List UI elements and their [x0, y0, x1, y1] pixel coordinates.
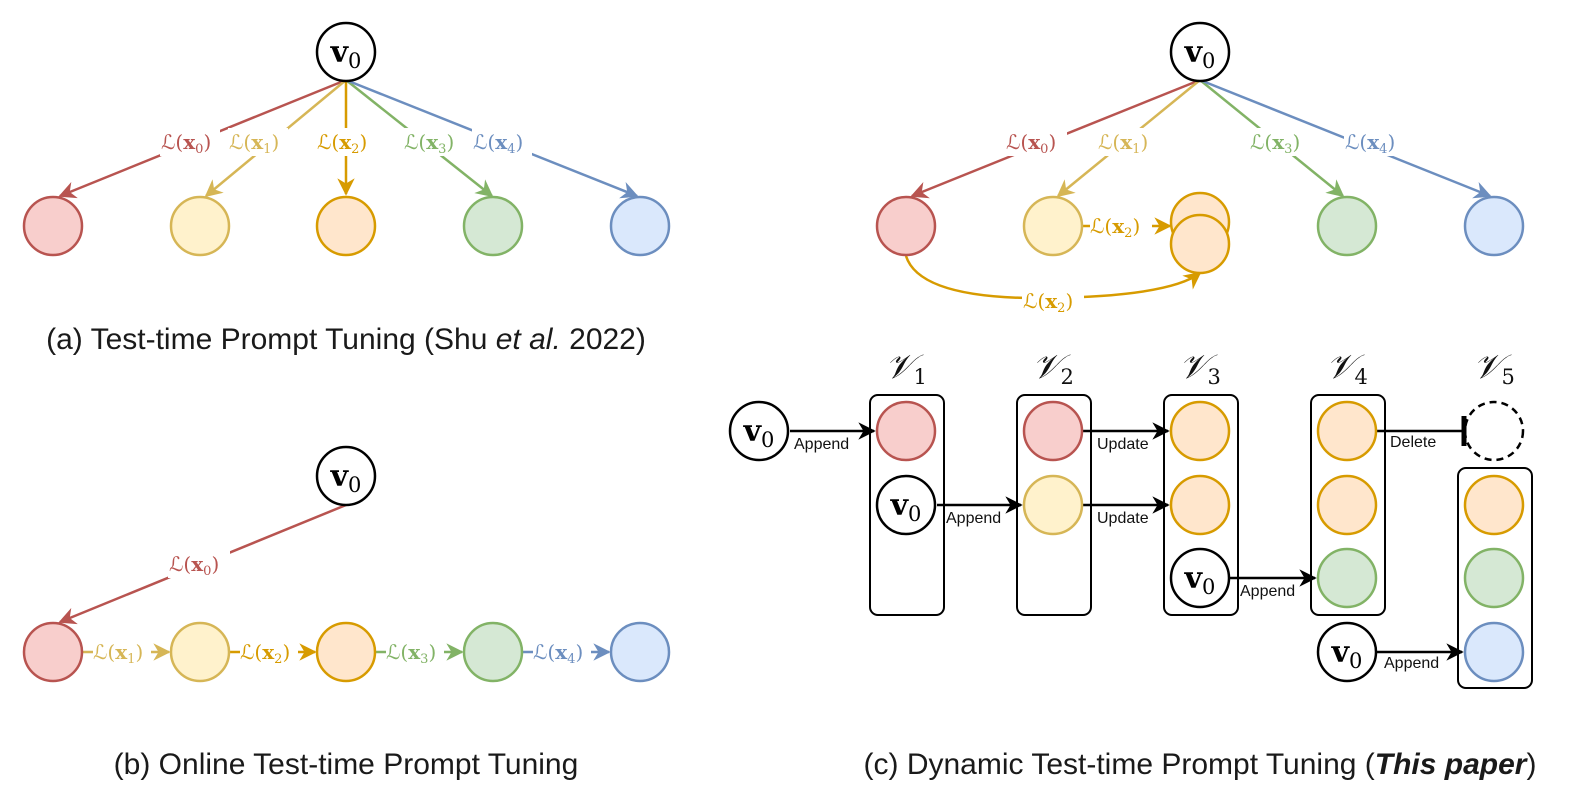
prompt-node-yellow: [169, 195, 231, 257]
action-label-append: Append: [1384, 655, 1439, 672]
set-box-5: [1457, 467, 1533, 689]
prompt-node-yellow: [1022, 195, 1084, 257]
action-label-append: Append: [946, 510, 1001, 527]
set-title-4: 𝒱4: [1326, 347, 1368, 389]
prompt-node-blue: [1463, 195, 1525, 257]
loss-label-x3: ℒ(x3): [404, 130, 454, 157]
action-label-update: Update: [1097, 436, 1149, 453]
set2-node-yellow: [1022, 474, 1084, 536]
svg-text:v0: v0: [330, 35, 362, 73]
loss-label-x1: ℒ(x1): [229, 130, 279, 157]
set2-node-red: [1022, 400, 1084, 462]
set4-node-orange: [1316, 400, 1378, 462]
prompt-node-orange: [315, 195, 377, 257]
deleted-node-placeholder: [1463, 400, 1525, 462]
set-title-5: 𝒱5: [1473, 347, 1515, 389]
loss-label-x2: ℒ(x2): [317, 130, 367, 157]
panel-a: ℒ(x0) ℒ(x1) ℒ(x2) ℒ(x3) ℒ(x4) v0 (a) Tes…: [22, 21, 671, 356]
set-box-4: [1310, 394, 1386, 616]
prompt-node-red: [22, 195, 84, 257]
panel-a-loss-labels: ℒ(x0) ℒ(x1) ℒ(x2) ℒ(x3) ℒ(x4): [160, 128, 532, 157]
svg-text:v0: v0: [330, 459, 362, 497]
set3-node-orange: [1169, 400, 1231, 462]
loss-label-x3: ℒ(x3): [386, 640, 436, 667]
loss-label-x4: ℒ(x4): [533, 640, 583, 667]
action-label-append: Append: [1240, 583, 1295, 600]
set1-node-red: [875, 400, 937, 462]
prompt-node-blue: [609, 621, 671, 683]
v0-node: v0: [1169, 21, 1231, 83]
panel-b: ℒ(x0) ℒ(x1) ℒ(x2) ℒ(x3) ℒ(x4) v0 (b) Onl…: [22, 445, 671, 781]
svg-text:v0: v0: [1184, 561, 1216, 599]
v0-node: v0: [1169, 547, 1231, 609]
prompt-node-green: [462, 195, 524, 257]
prompt-node-orange-front: [1169, 213, 1231, 275]
v0-node: v0: [875, 474, 937, 536]
svg-text:v0: v0: [743, 414, 775, 452]
set4-node-green: [1316, 547, 1378, 609]
action-label-delete: Delete: [1390, 434, 1436, 451]
loss-label-x0: ℒ(x0): [169, 552, 219, 579]
prompt-node-green: [462, 621, 524, 683]
set3-node-orange: [1169, 474, 1231, 536]
prompt-node-yellow: [169, 621, 231, 683]
loss-label-x2: ℒ(x2): [1090, 214, 1140, 241]
set-title-1: 𝒱1: [885, 347, 927, 389]
panel-c-tree: ℒ(x0) ℒ(x1) ℒ(x3) ℒ(x4) ℒ(x2) ℒ(x2) v0: [875, 21, 1525, 316]
set5-node-blue: [1463, 621, 1525, 683]
loss-label-x1: ℒ(x1): [1098, 130, 1148, 157]
set4-node-orange: [1316, 474, 1378, 536]
loss-label-x0: ℒ(x0): [161, 130, 211, 157]
svg-text:v0: v0: [1331, 635, 1363, 673]
set-title-3: 𝒱3: [1179, 347, 1221, 389]
prompt-node-green: [1316, 195, 1378, 257]
v0-node: v0: [1316, 621, 1378, 683]
v0-node: v0: [728, 400, 790, 462]
action-label-append: Append: [794, 436, 849, 453]
caption-c: (c) Dynamic Test-time Prompt Tuning (Thi…: [864, 748, 1537, 781]
action-label-update: Update: [1097, 510, 1149, 527]
svg-text:v0: v0: [890, 488, 922, 526]
loss-label-x3: ℒ(x3): [1250, 130, 1300, 157]
v0-node: v0: [315, 21, 377, 83]
caption-a: (a) Test-time Prompt Tuning (Shu et al. …: [46, 323, 646, 356]
loss-label-x0: ℒ(x0): [1006, 130, 1056, 157]
loss-label-x2: ℒ(x2): [240, 640, 290, 667]
loss-label-x4: ℒ(x4): [1345, 130, 1395, 157]
prompt-node-red: [875, 195, 937, 257]
prompt-node-orange: [315, 621, 377, 683]
panel-c-sets: 𝒱1 𝒱2 𝒱3 𝒱4 𝒱5 Append Append Update Upda…: [728, 347, 1537, 781]
prompt-node-red: [22, 621, 84, 683]
set5-node-green: [1463, 547, 1525, 609]
v0-node: v0: [315, 445, 377, 507]
loss-label-x4: ℒ(x4): [473, 130, 523, 157]
loss-label-x2: ℒ(x2): [1023, 289, 1073, 316]
prompt-node-blue: [609, 195, 671, 257]
caption-b: (b) Online Test-time Prompt Tuning: [114, 748, 579, 781]
set5-node-orange: [1463, 474, 1525, 536]
svg-text:v0: v0: [1184, 35, 1216, 73]
set-title-2: 𝒱2: [1032, 347, 1074, 389]
loss-label-x1: ℒ(x1): [93, 640, 143, 667]
